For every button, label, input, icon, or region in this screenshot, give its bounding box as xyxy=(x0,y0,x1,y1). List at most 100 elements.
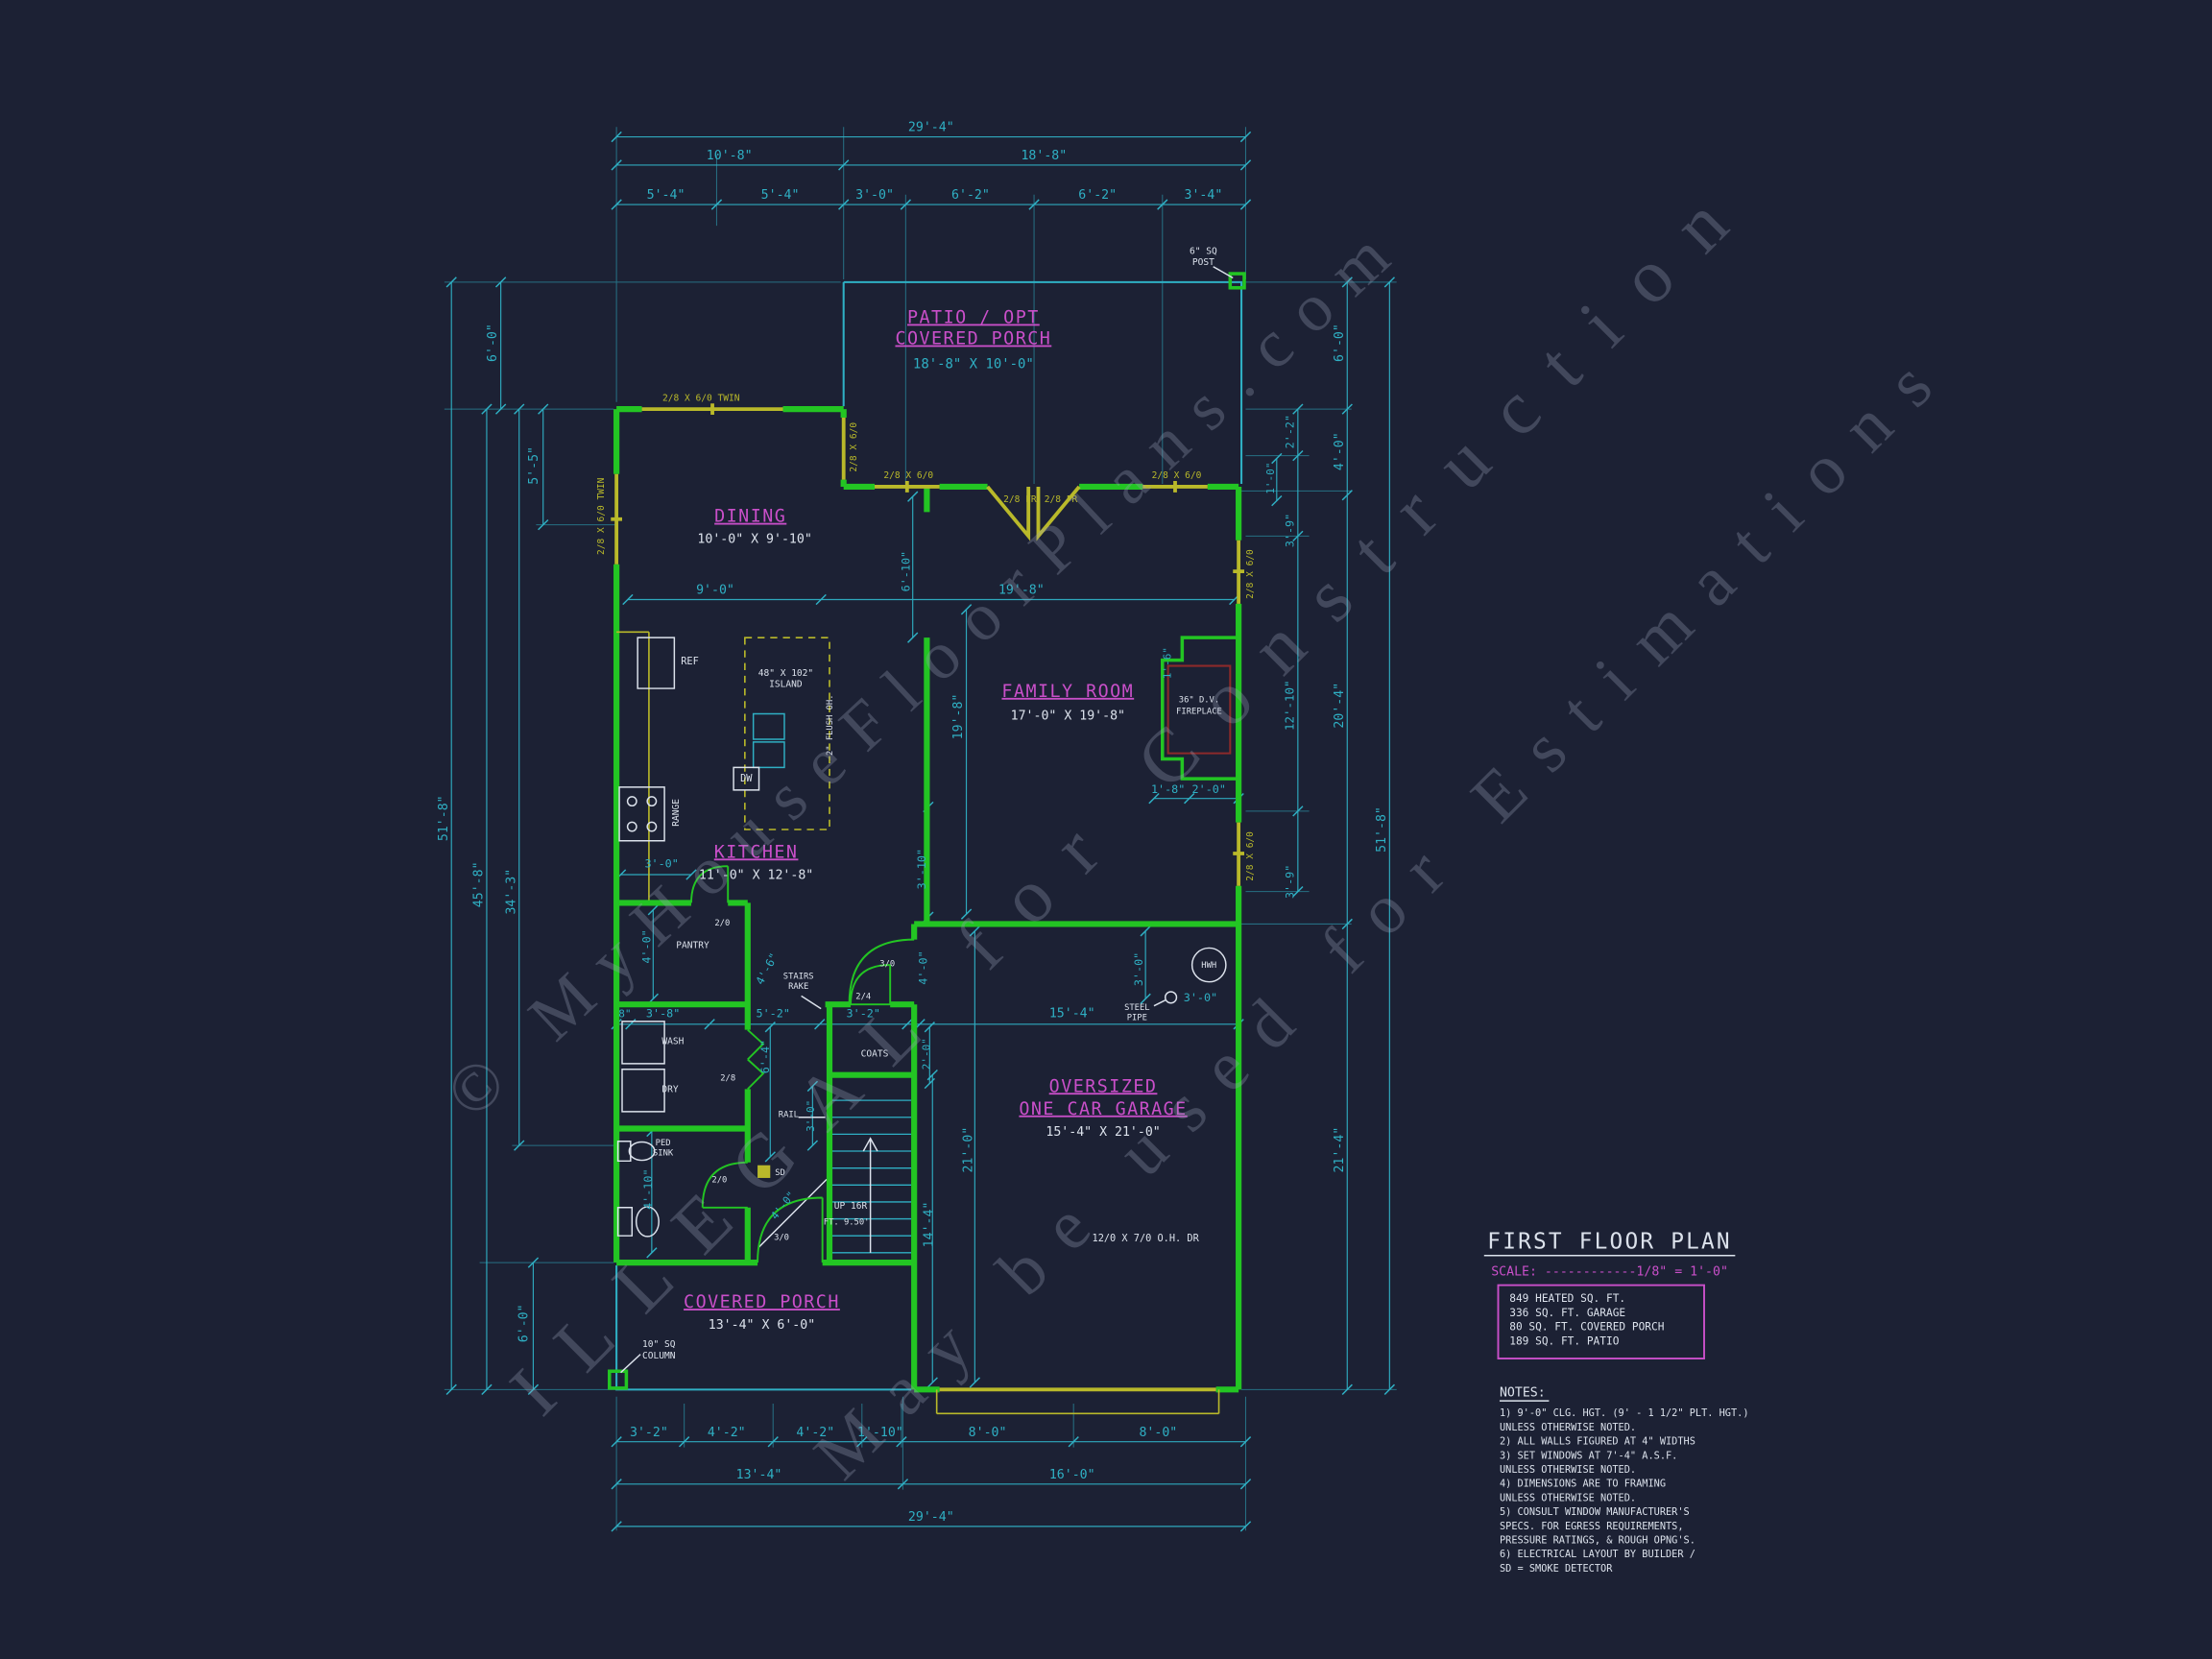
dimension-label: 51'-8" xyxy=(1375,806,1389,853)
dimension-label: 6'-0" xyxy=(1333,324,1347,362)
room-label: ONE CAR GARAGE xyxy=(1019,1099,1187,1119)
dimension-label: 2'-0" xyxy=(1192,782,1226,796)
dimension-label: 2'-0" xyxy=(920,1038,932,1070)
firebox xyxy=(1166,664,1232,755)
refrigerator xyxy=(637,637,676,689)
kitchen-island xyxy=(744,637,830,830)
window-label: 2/8 X 6/0 xyxy=(1245,549,1256,599)
dimension-label: 2'-2" xyxy=(1283,415,1296,448)
fixture-label: DW xyxy=(740,773,753,784)
window-label: 2/8 X 6/0 xyxy=(1152,470,1202,481)
room-size-label: 11'-0" X 12'-8" xyxy=(699,868,813,882)
area-covered-porch: 80 SQ. FT. COVERED PORCH xyxy=(1509,1321,1664,1334)
fixture-label: 2/4 xyxy=(855,992,871,1001)
note-line: PRESSURE RATINGS, & ROUGH OPNG'S. xyxy=(1500,1535,1695,1547)
dimension-label: 5'-5" xyxy=(527,446,541,485)
fixture-label: FT. 9.50' xyxy=(824,1217,870,1227)
fixture-label: 36" D.V. xyxy=(1179,696,1219,706)
dryer xyxy=(621,1069,665,1113)
note-line: SD = SMOKE DETECTOR xyxy=(1500,1563,1613,1575)
dimension-label: 3'-10" xyxy=(915,849,928,889)
dimension-label: 45'-8" xyxy=(472,861,487,907)
note-line: UNLESS OTHERWISE NOTED. xyxy=(1500,1464,1636,1476)
dimension-label: 4'-2" xyxy=(708,1426,746,1440)
fixture-label: 12/0 X 7/0 O.H. DR xyxy=(1093,1233,1200,1244)
dimension-label: 4'-2" xyxy=(796,1426,834,1440)
fixture-label: PED xyxy=(656,1139,671,1148)
stairs xyxy=(758,1099,912,1254)
room-label: COVERED PORCH xyxy=(895,329,1051,349)
pedestal-sink-bowl xyxy=(628,1141,656,1162)
plan-title: FIRST FLOOR PLAN xyxy=(1487,1229,1732,1254)
room-label: DINING xyxy=(714,507,786,527)
washer xyxy=(621,1021,665,1065)
room-size-label: 17'-0" X 19'-8" xyxy=(1011,709,1125,723)
dimension-label: 34'-3" xyxy=(504,869,518,915)
door-swings xyxy=(690,865,915,1263)
steel-pipe xyxy=(1164,991,1178,1004)
note-line: SPECS. FOR EGRESS REQUIREMENTS, xyxy=(1500,1521,1684,1532)
note-line: 2) ALL WALLS FIGURED AT 4" WIDTHS xyxy=(1500,1436,1695,1448)
room-label: KITCHEN xyxy=(714,842,799,862)
fixture-label: 6" SQ xyxy=(1190,246,1217,256)
dimension-label: 20'-4" xyxy=(1333,683,1347,729)
smoke-detector xyxy=(757,1165,771,1178)
dimension-label: 3'-0" xyxy=(805,1100,817,1132)
window-glyphs xyxy=(611,403,1244,1392)
fixtures xyxy=(616,266,1234,1374)
dimension-chain-lines xyxy=(450,135,1390,1527)
garage-apron xyxy=(935,1389,1220,1415)
dimension-label: 1'-0" xyxy=(1264,463,1277,494)
dimension-label: 4'-0" xyxy=(916,950,929,984)
note-line: UNLESS OTHERWISE NOTED. xyxy=(1500,1422,1636,1433)
island-sink xyxy=(752,712,785,769)
fixture-label: SINK xyxy=(653,1148,674,1158)
dimension-label: 4'-0" xyxy=(639,929,653,963)
dimension-label: 3'-4" xyxy=(1184,188,1222,203)
note-line: 3) SET WINDOWS AT 7'-4" A.S.F. xyxy=(1500,1450,1677,1461)
fixture-label: REF xyxy=(681,656,699,667)
note-line: 5) CONSULT WINDOW MANUFACTURER'S xyxy=(1500,1506,1690,1518)
fireplace-walls xyxy=(1161,636,1239,781)
pedestal-sink xyxy=(616,1141,632,1163)
room-label: FAMILY ROOM xyxy=(1001,682,1134,702)
exterior-interior-walls xyxy=(613,406,1242,1393)
window-label: 2/8 X 6/0 TWIN xyxy=(596,477,607,555)
fixture-label: WASH xyxy=(661,1036,684,1046)
dimension-label: 1'-10" xyxy=(857,1426,903,1440)
dimension-label: 5'-4" xyxy=(647,188,685,203)
fixture-label: 2/8 xyxy=(720,1074,735,1084)
dimension-ticks xyxy=(445,131,1396,1532)
dimension-label: 29'-4" xyxy=(908,1510,954,1525)
fixture-label: RANGE xyxy=(671,799,682,827)
dimension-label: 3'-8" xyxy=(646,1006,680,1020)
room-size-labels: 10'-0" X 9'-10" 17'-0" X 19'-8" 11'-0" X 1… xyxy=(697,533,1160,1333)
stair-up-arrow xyxy=(758,1137,878,1253)
french-door-glyphs xyxy=(986,485,1081,541)
burner xyxy=(626,821,637,832)
dimension-label: 3'-2" xyxy=(847,1006,880,1020)
dimension-label: 1'-8" xyxy=(1151,782,1185,796)
note-line: 6) ELECTRICAL LAYOUT BY BUILDER / xyxy=(1500,1549,1695,1560)
fixture-label: COATS xyxy=(861,1049,889,1060)
dimension-label: 3'-0" xyxy=(1132,952,1145,986)
water-heater xyxy=(1190,947,1227,983)
title-block: FIRST FLOOR PLAN SCALE: ------------1/8"… xyxy=(1483,1229,1749,1575)
room-size-label: 13'-4" X 6'-0" xyxy=(709,1318,815,1333)
dimension-label: 8'-0" xyxy=(969,1426,1007,1440)
dimension-label: 5'-4" xyxy=(761,188,800,203)
dimension-label: 3'-9" xyxy=(1283,514,1296,547)
toilet-tank xyxy=(616,1207,634,1237)
fixture-label: POST xyxy=(1192,257,1214,268)
room-size-label: 10'-0" X 9'-10" xyxy=(697,533,811,547)
dimension-label: 8'-0" xyxy=(1139,1426,1177,1440)
fixture-label: SD xyxy=(775,1168,785,1178)
dimension-label: 6'-0" xyxy=(517,1304,532,1342)
area-summary-box xyxy=(1497,1284,1705,1359)
porch-post xyxy=(1228,272,1246,290)
dimension-label: 12'-10" xyxy=(1282,680,1296,731)
dimension-label: 6'-0" xyxy=(486,324,500,362)
